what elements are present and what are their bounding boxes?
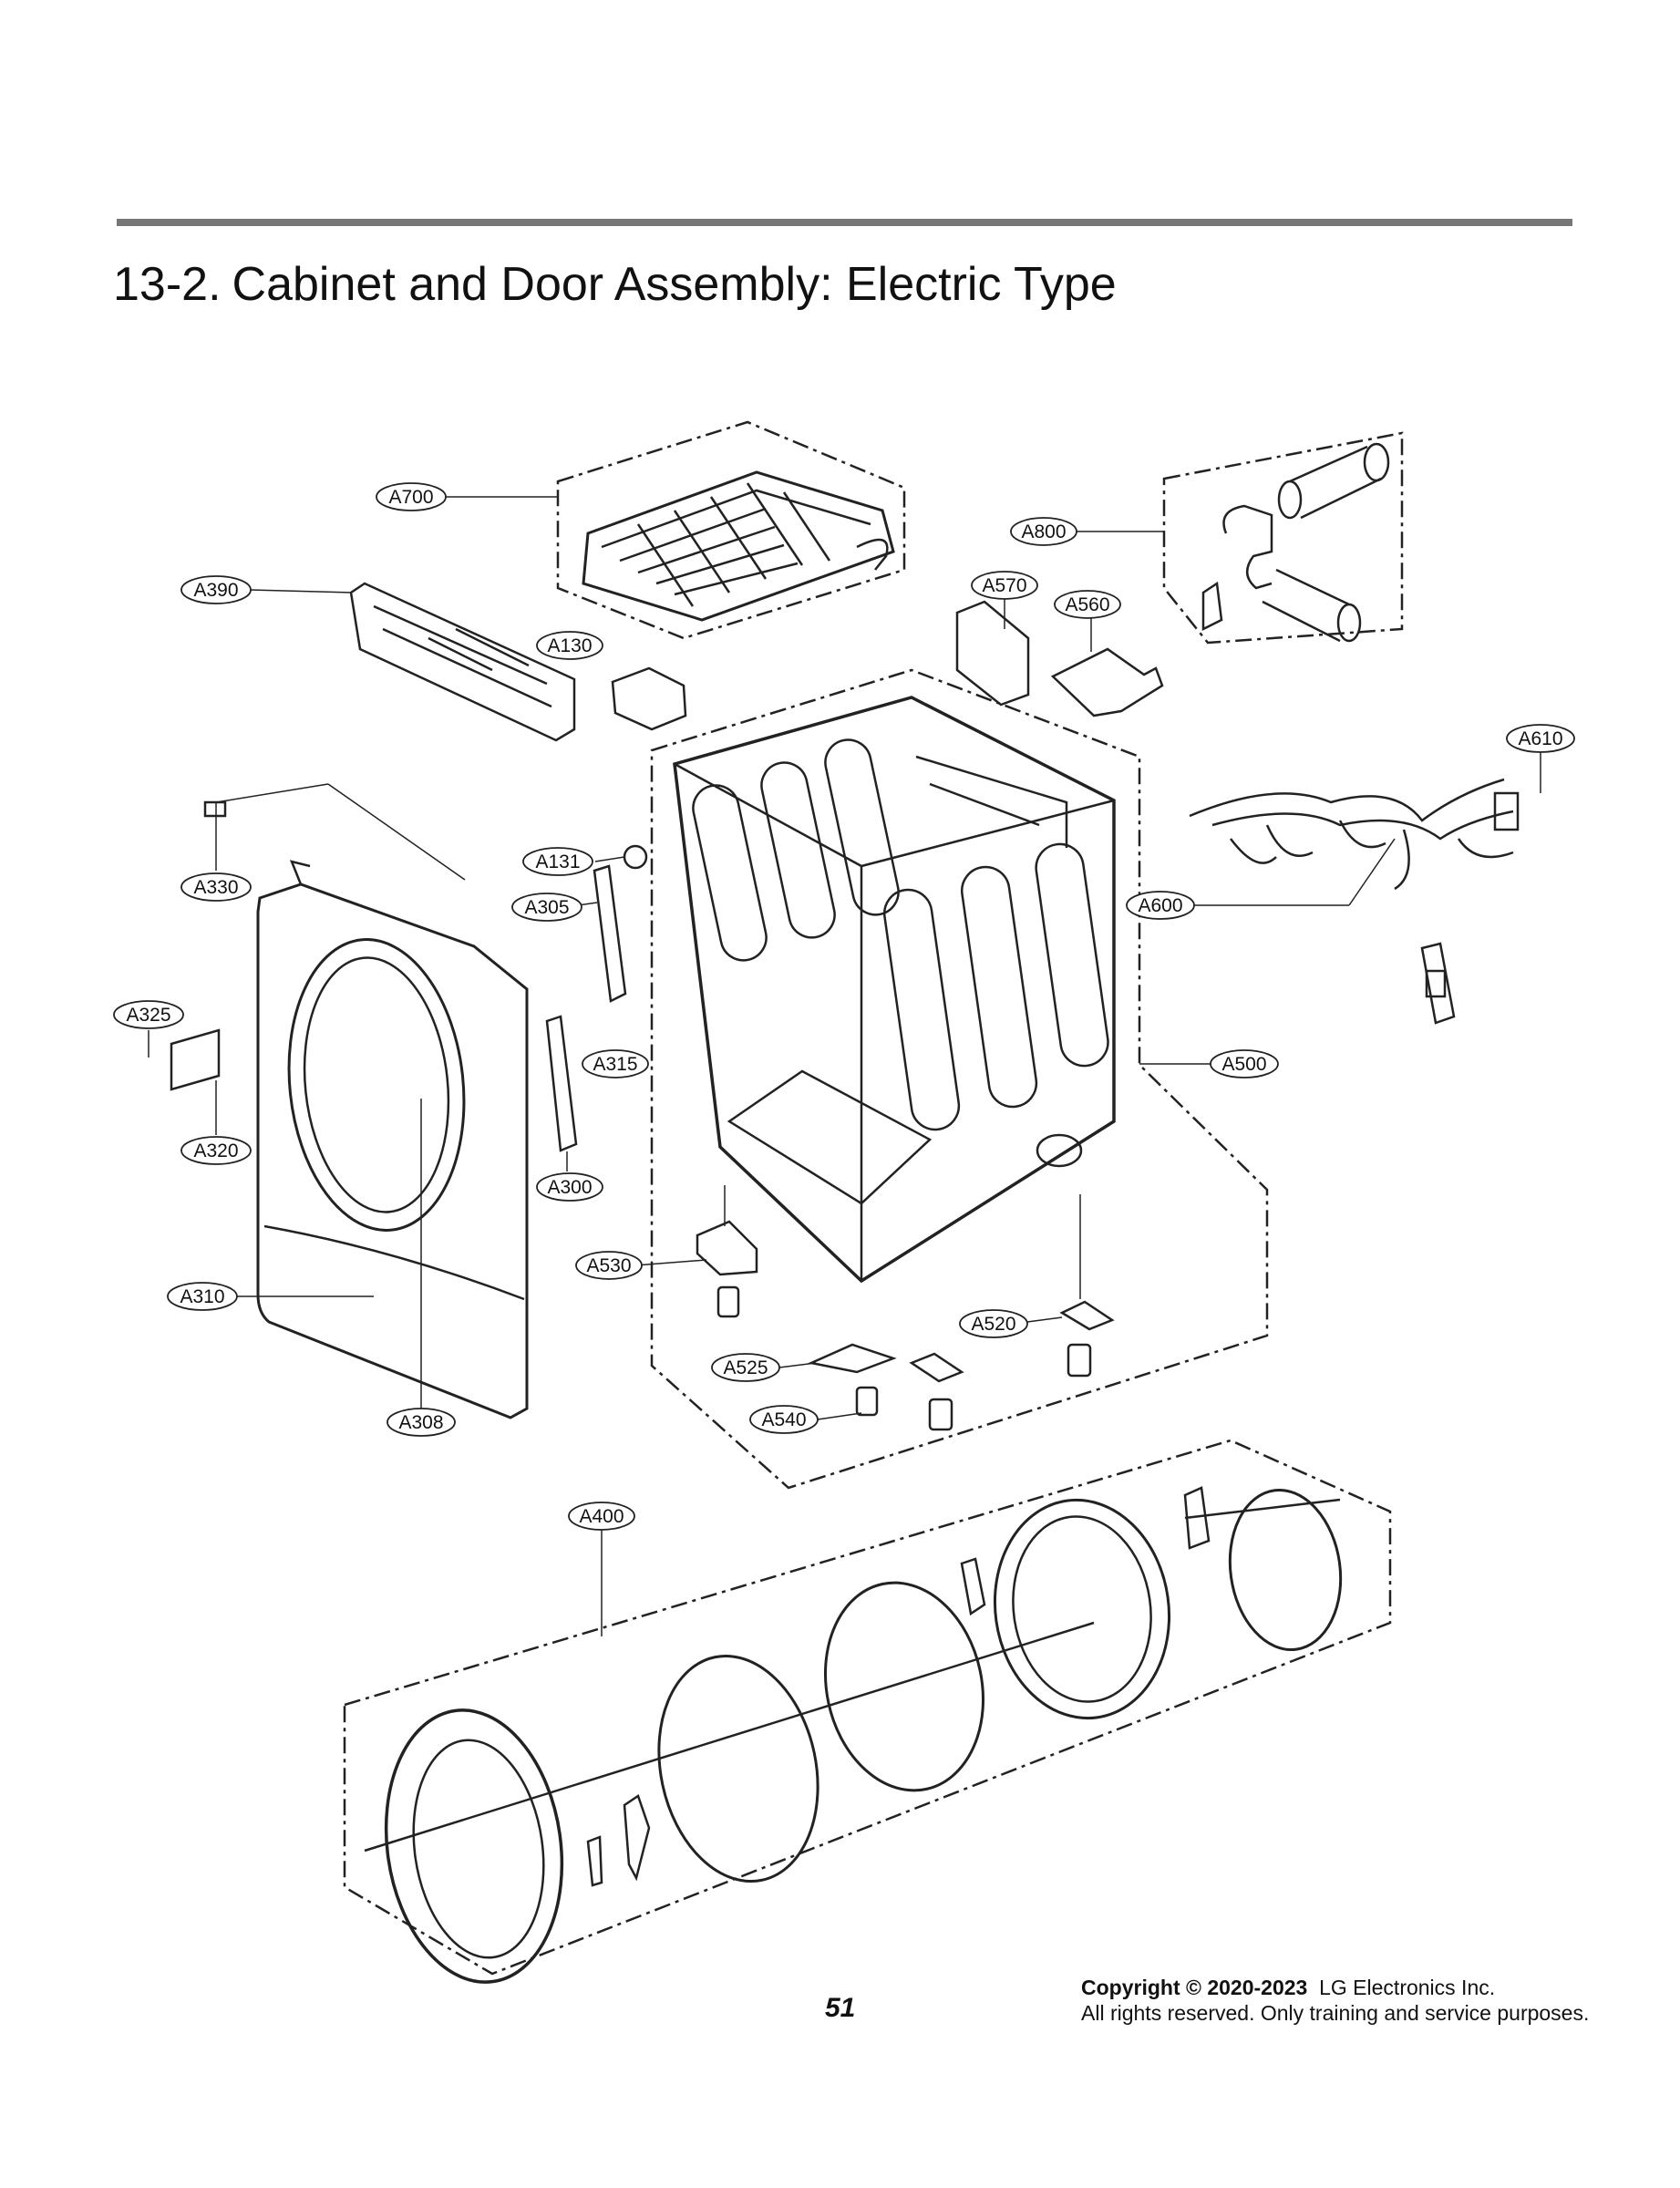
part-label-a390: A390 [180, 575, 252, 604]
connector-block-illustration [611, 666, 687, 731]
part-label-text: A300 [547, 1177, 592, 1198]
part-label-text: A600 [1138, 895, 1182, 916]
part-label-a700: A700 [376, 482, 447, 511]
part-label-a300: A300 [536, 1172, 603, 1202]
part-label-text: A305 [524, 897, 569, 918]
part-label-a540: A540 [749, 1405, 819, 1434]
part-label-text: A610 [1518, 728, 1562, 749]
part-label-text: A400 [579, 1506, 624, 1527]
part-label-a525: A525 [711, 1353, 780, 1382]
part-label-text: A390 [193, 580, 238, 601]
part-label-a130: A130 [536, 631, 603, 660]
copyright-prefix: Copyright © 2020-2023 [1081, 1976, 1308, 1999]
page-title: 13-2.Cabinet and Door Assembly: Electric… [113, 257, 1117, 312]
part-label-text: A540 [761, 1409, 806, 1430]
part-label-text: A530 [586, 1255, 631, 1276]
part-label-a800: A800 [1010, 517, 1077, 546]
part-label-text: A500 [1221, 1054, 1266, 1075]
group-boundary-a700 [556, 420, 906, 640]
cabinet-illustration [673, 696, 1116, 1284]
part-label-text: A320 [193, 1140, 238, 1161]
group-boundary-a400 [343, 1439, 1392, 1976]
page-number: 51 [825, 1993, 856, 2023]
part-label-text: A325 [126, 1005, 170, 1026]
part-label-a520: A520 [959, 1309, 1028, 1338]
group-boundary-a800 [1162, 431, 1404, 645]
part-label-a330: A330 [180, 872, 252, 902]
part-label-a560: A560 [1054, 590, 1121, 619]
part-label-text: A131 [535, 851, 580, 872]
part-label-text: A800 [1021, 521, 1066, 542]
part-label-a315: A315 [582, 1049, 649, 1079]
wiring-harness-illustration [1189, 778, 1520, 891]
section-number: 13-2. [113, 258, 222, 311]
copyright-company: LG Electronics Inc. [1319, 1976, 1496, 1999]
bracket-a320-illustration [170, 1028, 221, 1091]
part-label-text: A330 [193, 877, 238, 898]
door-switch-illustration [1420, 942, 1456, 1025]
part-label-a308: A308 [387, 1408, 456, 1437]
part-label-text: A570 [982, 575, 1026, 596]
front-panel-illustration [256, 860, 529, 1419]
part-label-text: A525 [723, 1357, 768, 1378]
part-label-a131: A131 [522, 847, 593, 876]
part-label-a600: A600 [1126, 891, 1195, 920]
part-label-text: A310 [180, 1286, 224, 1307]
bracket-a330-illustration [203, 800, 227, 818]
part-label-a610: A610 [1506, 724, 1575, 753]
control-board-illustration [349, 582, 576, 742]
part-label-a325: A325 [113, 1000, 184, 1029]
part-label-text: A560 [1065, 594, 1109, 615]
part-label-a500: A500 [1210, 1049, 1279, 1079]
drying-rack-illustration [582, 470, 895, 622]
part-label-text: A520 [971, 1314, 1015, 1335]
part-label-text: A700 [388, 487, 433, 508]
part-label-a530: A530 [575, 1251, 643, 1280]
part-label-a305: A305 [511, 893, 582, 922]
part-label-a310: A310 [167, 1282, 238, 1311]
group-boundary-a500 [650, 668, 1269, 1490]
part-label-a400: A400 [568, 1502, 635, 1531]
door-lock-plate-illustration [955, 600, 1030, 707]
bracket-a305-illustration [593, 864, 627, 1003]
part-label-a320: A320 [180, 1136, 252, 1165]
knob-a131-illustration [623, 844, 648, 870]
section-title: Cabinet and Door Assembly: Electric Type [232, 258, 1117, 311]
duct-bracket-illustration [1050, 647, 1164, 717]
leader-lines [148, 496, 1541, 1636]
duct-kit-illustration [1201, 442, 1390, 643]
door-assembly-illustration [364, 1486, 1343, 1984]
part-label-text: A315 [593, 1054, 637, 1075]
part-label-text: A130 [547, 635, 592, 656]
leveling-legs-illustration [696, 1220, 1115, 1431]
copyright-block: Copyright © 2020-2023 LG Electronics Inc… [1081, 1975, 1589, 2026]
bracket-a300-illustration [545, 1015, 578, 1152]
part-label-text: A308 [398, 1412, 443, 1433]
header-rule [117, 219, 1572, 226]
part-label-a570: A570 [971, 571, 1038, 600]
rights-text: All rights reserved. Only training and s… [1081, 2001, 1590, 2025]
